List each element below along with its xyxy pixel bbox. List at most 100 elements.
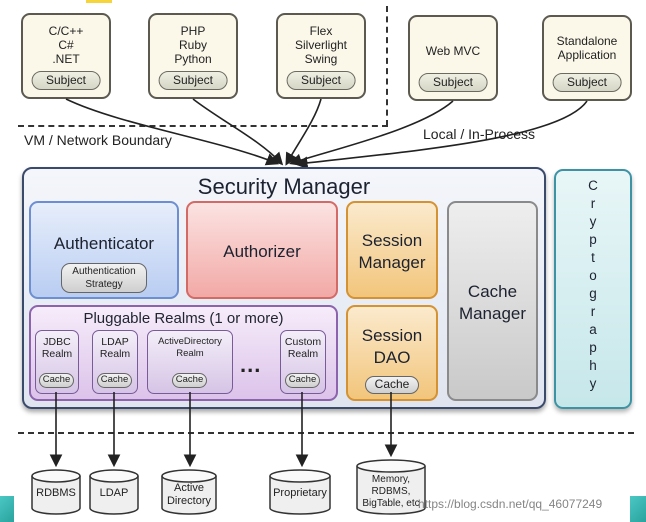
database-icon — [269, 469, 331, 515]
session-dao-cache-pill: Cache — [365, 376, 419, 394]
database-icon — [356, 459, 426, 515]
client-line: .NET — [52, 52, 80, 66]
session-manager-box: Session Manager — [346, 201, 438, 299]
subject-pill: Subject — [286, 71, 356, 90]
realm-ellipsis: ... — [240, 352, 262, 377]
session-manager-line: Session — [361, 231, 423, 250]
client-box-web-mvc: Web MVC Subject — [408, 15, 498, 101]
crypto-letter: a — [589, 322, 597, 337]
strategy-line: Authentication — [72, 266, 136, 277]
crypto-letter: p — [589, 340, 597, 355]
database-icon — [89, 469, 139, 515]
realm-cache-pill: Cache — [285, 373, 320, 388]
client-line: PHP — [180, 24, 206, 38]
cache-manager-box: Cache Manager — [447, 201, 538, 401]
session-manager-line: Manager — [358, 253, 426, 272]
cache-manager-line: Manager — [458, 304, 527, 323]
datastore-ldap: LDAP — [88, 468, 140, 516]
crypto-letter: g — [589, 286, 597, 301]
security-manager-title: Security Manager — [197, 174, 371, 199]
crypto-letter: y — [589, 214, 597, 229]
session-dao-line: Session — [361, 326, 423, 345]
realm-custom: Custom Realm Cache — [280, 330, 326, 394]
realm-cache-pill: Cache — [39, 373, 74, 388]
datastore-rdbms: RDBMS — [30, 468, 82, 516]
datastore-arrows — [49, 392, 398, 468]
session-dao-box: Session DAO Cache — [346, 305, 438, 401]
datastore-line: LDAP — [99, 487, 129, 499]
authentication-strategy-pill: Authentication Strategy — [61, 263, 147, 293]
crypto-letter: t — [591, 250, 595, 265]
client-box-flex: Flex Silverlight Swing Subject — [276, 13, 366, 99]
watermark-text: https://blog.csdn.net/qq_46077249 — [418, 497, 603, 511]
local-boundary-label: Local / In-Process — [423, 126, 536, 142]
corner-decoration-right — [630, 496, 646, 522]
realm-line: Realm — [41, 348, 73, 360]
realm-line: Custom — [284, 336, 322, 348]
realm-line: LDAP — [101, 336, 129, 348]
client-line: Python — [174, 52, 212, 66]
datastore-line: Proprietary — [273, 487, 327, 499]
session-dao-line: DAO — [373, 348, 411, 367]
realm-cache-pill: Cache — [172, 373, 207, 388]
corner-decoration-left — [0, 496, 14, 522]
client-box-standalone: Standalone Application Subject — [542, 15, 632, 101]
crypto-letter: y — [589, 376, 597, 391]
client-line: Flex — [309, 24, 333, 38]
strategy-line: Strategy — [85, 279, 123, 290]
datastore-memory: Memory, RDBMS, BigTable, etc — [355, 458, 427, 516]
subject-pill: Subject — [552, 73, 622, 92]
realm-line: Realm — [176, 348, 204, 359]
client-arrows — [65, 98, 588, 170]
datastore-line: RDBMS, — [371, 486, 411, 497]
database-icon — [161, 469, 217, 515]
vm-boundary-line — [18, 125, 388, 127]
vm-boundary-line-vertical — [386, 6, 388, 126]
client-line: C# — [58, 38, 74, 52]
client-line: Web MVC — [425, 44, 481, 58]
client-line: Silverlight — [294, 38, 348, 52]
authenticator-label: Authenticator — [53, 234, 155, 253]
datastore-line: Active — [174, 482, 204, 494]
crypto-letter: r — [590, 304, 596, 319]
pluggable-realms-title: Pluggable Realms (1 or more) — [83, 310, 284, 327]
crypto-letter: o — [589, 268, 597, 283]
client-box-cpp: C/C++ C# .NET Subject — [21, 13, 111, 99]
client-line: Standalone — [556, 34, 618, 48]
crypto-letter: h — [589, 358, 597, 373]
client-line: Swing — [304, 52, 338, 66]
realm-jdbc: JDBC Realm Cache — [35, 330, 79, 394]
datastore-boundary-line — [18, 432, 634, 434]
cryptography-box — [554, 169, 632, 409]
datastore-line: BigTable, etc — [362, 498, 420, 509]
crypto-letter: p — [589, 232, 597, 247]
crypto-letter: r — [590, 196, 596, 211]
client-line: Application — [557, 48, 617, 62]
subject-pill: Subject — [31, 71, 101, 90]
realm-ldap: LDAP Realm Cache — [92, 330, 138, 394]
client-line: Ruby — [178, 38, 207, 52]
client-line: C/C++ — [48, 24, 84, 38]
realm-line: Realm — [287, 348, 319, 360]
subject-pill: Subject — [418, 73, 488, 92]
authorizer-box: Authorizer — [186, 201, 338, 299]
accent-bar — [86, 0, 112, 3]
realm-line: Realm — [99, 348, 131, 360]
realm-active-directory: ActiveDirectory Realm Cache — [147, 330, 233, 394]
client-box-php: PHP Ruby Python Subject — [148, 13, 238, 99]
realm-line: JDBC — [43, 336, 71, 348]
authenticator-box: Authenticator Authentication Strategy — [29, 201, 179, 299]
datastore-line: Memory, — [371, 474, 411, 485]
cache-manager-line: Cache — [467, 282, 518, 301]
datastore-proprietary: Proprietary — [268, 468, 332, 516]
vm-boundary-label: VM / Network Boundary — [24, 132, 172, 148]
datastore-line: Directory — [166, 495, 211, 507]
crypto-letter: C — [588, 178, 598, 193]
authorizer-label: Authorizer — [223, 242, 301, 261]
realm-line: ActiveDirectory — [158, 336, 222, 347]
datastore-line: RDBMS — [36, 487, 76, 499]
datastore-active-directory: Active Directory — [160, 468, 218, 516]
realm-cache-pill: Cache — [97, 373, 132, 388]
database-icon — [31, 469, 81, 515]
subject-pill: Subject — [158, 71, 228, 90]
